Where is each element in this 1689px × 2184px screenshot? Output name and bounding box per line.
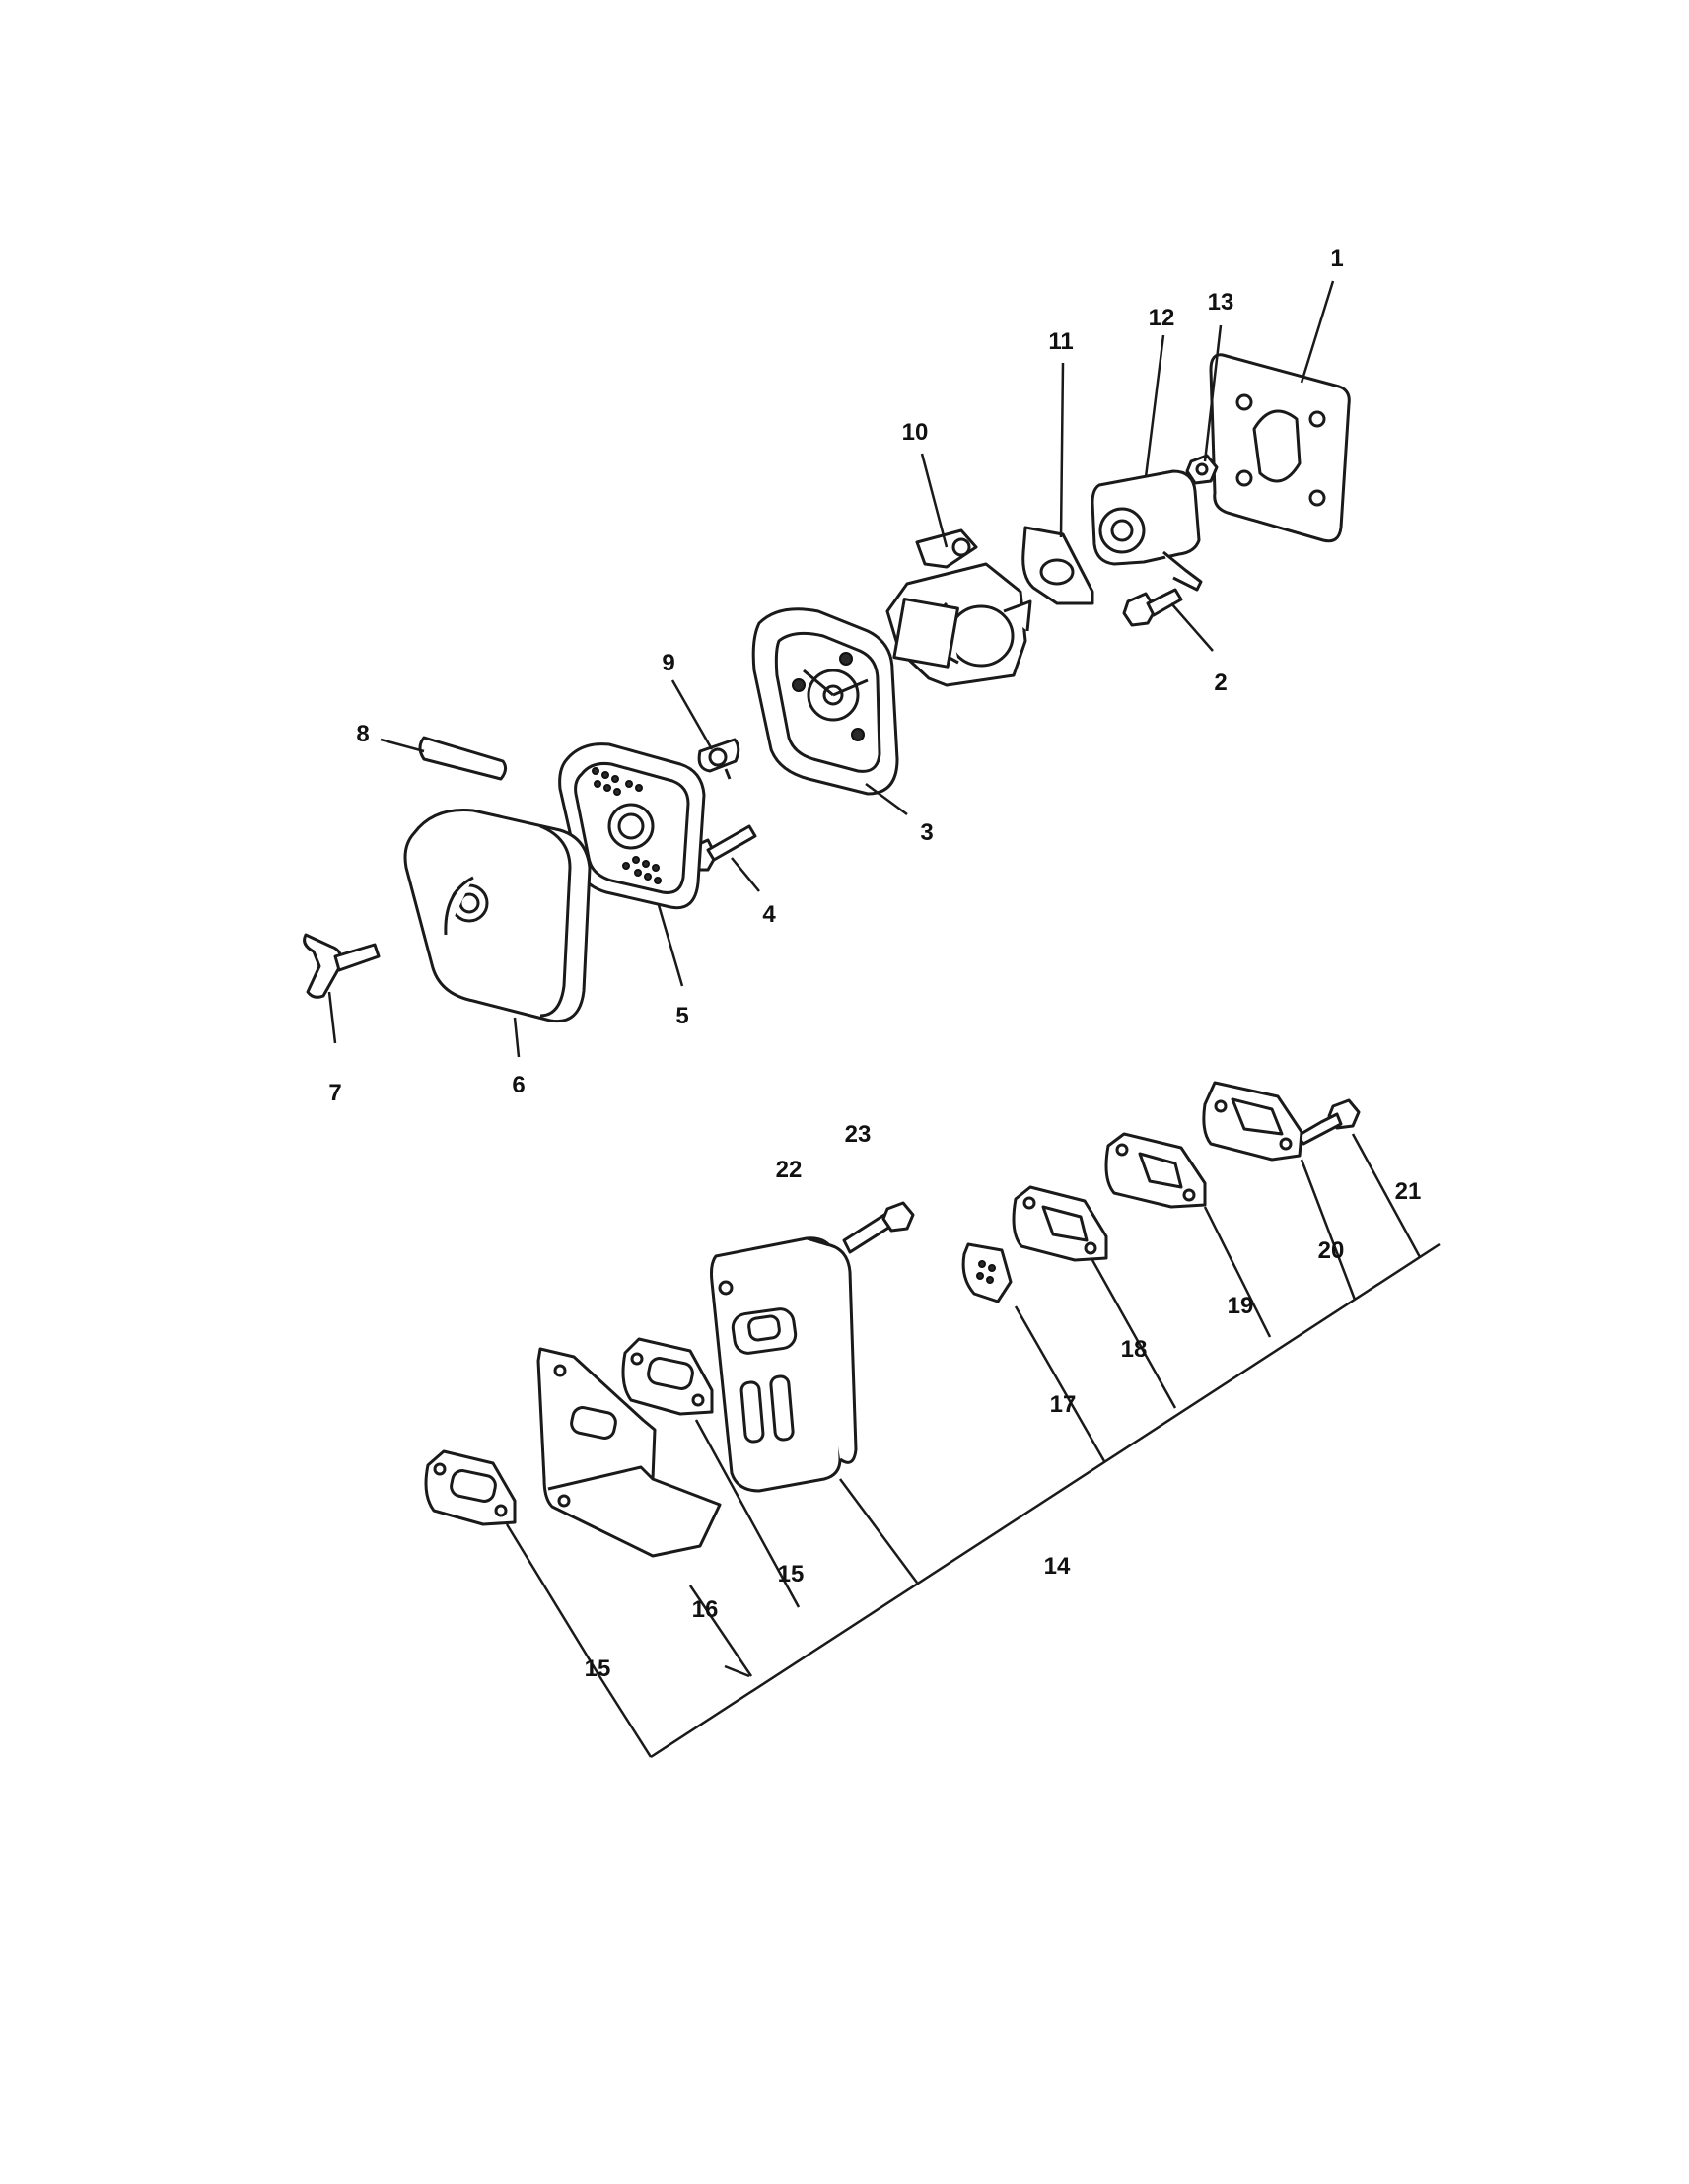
- callout-20: 20: [1318, 1237, 1345, 1264]
- callout-4: 4: [762, 901, 776, 928]
- callout-7: 7: [328, 1080, 341, 1106]
- callout-6: 6: [512, 1072, 525, 1098]
- callout-23: 23: [845, 1121, 872, 1148]
- part-23-bolt: [842, 1201, 915, 1254]
- callout-21: 21: [1395, 1178, 1422, 1205]
- part-5-filter-element: [558, 742, 706, 910]
- leader-lines: [327, 280, 1441, 1759]
- callout-22: 22: [776, 1157, 803, 1183]
- callout-19: 19: [1228, 1293, 1254, 1319]
- callout-16: 16: [692, 1596, 719, 1623]
- part-19-gasket: [1104, 1132, 1207, 1209]
- part-2-bolt: [1122, 588, 1183, 627]
- part-15-gasket-middle: [621, 1337, 714, 1416]
- part-7-wing-bolt: [303, 933, 381, 999]
- part-17-deflector: [961, 1242, 1013, 1303]
- callout-14: 14: [1044, 1553, 1071, 1580]
- muffler-body: [710, 1236, 858, 1493]
- part-11-gasket: [1021, 526, 1094, 605]
- callout-10: 10: [902, 419, 929, 446]
- callout-17: 17: [1050, 1391, 1077, 1418]
- part-9-choke: [697, 738, 740, 780]
- part-12-adapter: [1091, 469, 1203, 592]
- part-16-heat-shield: [536, 1347, 722, 1558]
- callout-labels: 1 2 3 4 5 6 7 8 9 10 11 12 13 14 15 15 1…: [328, 246, 1421, 1682]
- part-20-cover: [1202, 1081, 1303, 1162]
- callout-3: 3: [920, 819, 933, 846]
- part-6-cover: [403, 808, 592, 1023]
- callout-9: 9: [662, 650, 674, 676]
- callout-12: 12: [1149, 305, 1175, 331]
- callout-11: 11: [1048, 328, 1073, 355]
- part-8-pad: [418, 736, 508, 781]
- callout-15-left: 15: [585, 1656, 611, 1682]
- part-15-gasket-left: [424, 1449, 517, 1526]
- callout-15-middle: 15: [778, 1561, 805, 1587]
- callout-1: 1: [1330, 246, 1343, 272]
- callout-18: 18: [1121, 1336, 1148, 1363]
- callout-5: 5: [675, 1003, 688, 1029]
- part-3-filter-base: [751, 607, 899, 796]
- callout-2: 2: [1214, 669, 1227, 696]
- callout-8: 8: [356, 721, 369, 747]
- part-13-nut: [1185, 454, 1219, 485]
- part-21-screw: [1296, 1098, 1361, 1146]
- part-18-gasket: [1012, 1185, 1108, 1262]
- part-1-gasket: [1209, 353, 1351, 543]
- callout-13: 13: [1208, 289, 1234, 316]
- part-10-carburetor: [885, 528, 1032, 687]
